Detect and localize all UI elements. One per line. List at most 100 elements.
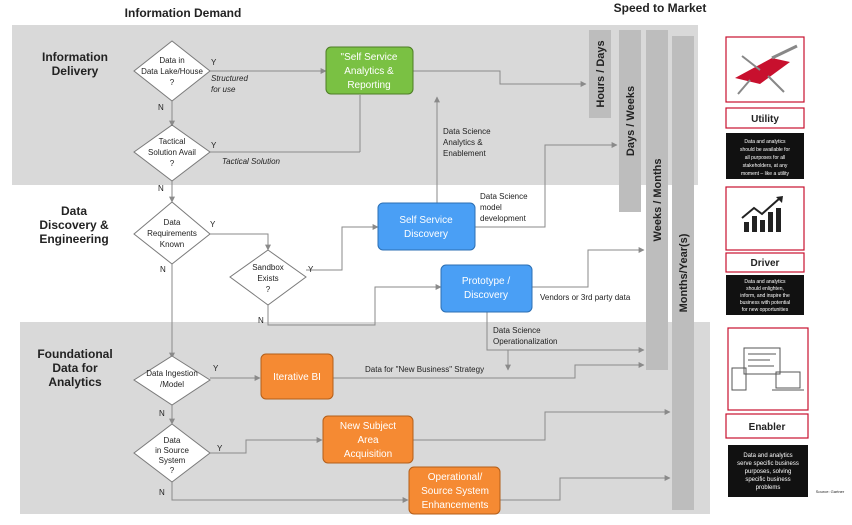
decision-d6-line-2: in Source bbox=[155, 446, 189, 455]
arrow-p1-to-hours bbox=[413, 70, 587, 87]
process-new-subject-area: New Subject Area Acquisition bbox=[322, 415, 414, 464]
role-enabler-desc-5: problems bbox=[756, 485, 781, 491]
no-marker-d5: N bbox=[159, 409, 165, 418]
arrow-p6-to-months bbox=[500, 475, 671, 501]
arrow-d3-to-d4 bbox=[210, 233, 271, 251]
information-demand-title: Information Demand bbox=[125, 6, 242, 20]
role-enabler-desc-2: serve specific business bbox=[737, 461, 799, 467]
yes-marker-d5: Y bbox=[213, 364, 219, 373]
lane-foundational-line-2: Data for bbox=[52, 361, 98, 375]
process-p3-line-1: Prototype / bbox=[462, 276, 511, 287]
growth-chart-icon bbox=[741, 196, 783, 232]
role-driver-desc-2: should enlighten, bbox=[746, 286, 784, 292]
lane-discovery-line-1: Data bbox=[61, 204, 87, 218]
arrow-p4-to-weeks bbox=[333, 362, 645, 379]
annotations: Structured for use Tactical Solution Dat… bbox=[211, 74, 631, 374]
yes-marker-d6: Y bbox=[217, 444, 223, 453]
role-driver-label: Driver bbox=[751, 258, 780, 269]
arrow-p3-to-weeks bbox=[532, 247, 645, 288]
process-p2-line-2: Discovery bbox=[404, 229, 448, 240]
decision-d1-line-2: Data Lake/House bbox=[141, 67, 203, 76]
decision-d6-line-3: System bbox=[159, 456, 186, 465]
decision-d2-line-2: Solution Avail bbox=[148, 148, 196, 157]
role-driver-desc-3: inform, and inspire the bbox=[740, 293, 790, 299]
role-utility-desc-3: all purposes for all bbox=[745, 155, 786, 161]
yes-marker-d4: Y bbox=[308, 265, 314, 274]
decision-d3-line-1: Data bbox=[164, 218, 181, 227]
role-enabler-desc-3: purposes, solving bbox=[745, 469, 792, 475]
role-enabler-desc-1: Data and analytics bbox=[743, 453, 792, 459]
process-p6-line-1: Operational/ bbox=[428, 472, 483, 483]
process-p3-line-2: Discovery bbox=[464, 290, 508, 301]
arrow-p5-to-months bbox=[413, 409, 671, 441]
decision-d2-line-1: Tactical bbox=[159, 137, 186, 146]
role-driver-desc-1: Data and analytics bbox=[744, 279, 786, 285]
role-utility-desc-1: Data and analytics bbox=[744, 139, 786, 145]
swiss-knife-icon bbox=[735, 44, 798, 95]
branch-markers: Y N Y N Y N Y N Y N Y N bbox=[158, 58, 314, 497]
yes-marker-d1: Y bbox=[211, 58, 217, 67]
timeline-weeks-months: Weeks / Months bbox=[646, 30, 668, 370]
decision-d5-line-2: /Model bbox=[160, 380, 184, 389]
role-utility-desc-5: moment – like a utility bbox=[741, 171, 790, 177]
annotation-vendors: Vendors or 3rd party data bbox=[540, 293, 631, 302]
role-utility-desc-4: stakeholders, at any bbox=[743, 163, 788, 169]
role-enabler-card: Enabler Data and analytics serve specifi… bbox=[725, 327, 809, 497]
timeline-days-weeks: Days / Weeks bbox=[619, 30, 641, 212]
decision-d6-line-1: Data bbox=[164, 436, 181, 445]
role-utility-label: Utility bbox=[751, 114, 779, 125]
decision-sandbox-exists: Sandbox Exists ? bbox=[229, 249, 307, 306]
no-marker-d6: N bbox=[159, 488, 165, 497]
lane-discovery-line-3: Engineering bbox=[39, 232, 108, 246]
timeline-weeks-months-label: Weeks / Months bbox=[652, 159, 664, 242]
arrow-d4-to-p3 bbox=[267, 284, 442, 326]
yes-marker-d3: Y bbox=[210, 220, 216, 229]
annotation-tactical: Tactical Solution bbox=[222, 157, 281, 166]
role-driver-card: Driver Data and analytics should enlight… bbox=[725, 186, 805, 315]
process-operational-enhancements: Operational/ Source System Enhancements bbox=[408, 466, 501, 515]
annotation-structured-1: Structured bbox=[211, 74, 248, 83]
annotation-ds-enable-1: Data Science bbox=[443, 127, 491, 136]
timeline-months-years: Months/Year(s) bbox=[672, 36, 694, 510]
lane-delivery-line-2: Delivery bbox=[52, 64, 99, 78]
lane-label-discovery: Data Discovery & Engineering bbox=[39, 204, 109, 246]
timeline-hours-days-label: Hours / Days bbox=[595, 40, 607, 107]
process-prototype-discovery: Prototype / Discovery bbox=[440, 264, 533, 313]
decision-d3-line-3: Known bbox=[160, 240, 184, 249]
no-marker-d4: N bbox=[258, 316, 264, 325]
lane-label-delivery: Information Delivery bbox=[42, 50, 108, 78]
decision-d4-line-1: Sandbox bbox=[252, 263, 284, 272]
annotation-structured-2: for use bbox=[211, 85, 236, 94]
process-p6-line-2: Source System bbox=[421, 486, 489, 497]
annotation-ds-oper-1: Data Science bbox=[493, 326, 541, 335]
no-marker-d1: N bbox=[158, 103, 164, 112]
lane-discovery-line-2: Discovery & bbox=[39, 218, 109, 232]
decision-requirements-known: Data Requirements Known bbox=[133, 201, 211, 265]
connectors bbox=[169, 68, 671, 503]
timeline-months-years-label: Months/Year(s) bbox=[678, 233, 690, 312]
arrow-p2-to-days bbox=[475, 142, 618, 228]
lane-foundational-line-3: Analytics bbox=[48, 375, 102, 389]
process-p5-line-1: New Subject bbox=[340, 421, 396, 432]
process-p6-line-3: Enhancements bbox=[422, 500, 489, 511]
no-marker-d3: N bbox=[160, 265, 166, 274]
arrow-d4-to-p2 bbox=[306, 224, 379, 271]
annotation-ds-enable-3: Enablement bbox=[443, 149, 486, 158]
timeline-days-weeks-label: Days / Weeks bbox=[625, 86, 637, 156]
role-driver-desc-5: for new opportunities bbox=[742, 307, 789, 313]
role-utility-desc-2: should be available for bbox=[740, 147, 790, 153]
decision-d4-line-2: Exists bbox=[257, 274, 278, 283]
arrow-d6-to-p6 bbox=[171, 482, 409, 503]
decision-data-in-source: Data in Source System ? bbox=[133, 423, 211, 483]
process-p2-line-1: Self Service bbox=[399, 215, 453, 226]
role-enabler-label: Enabler bbox=[749, 422, 786, 433]
decision-d4-line-3: ? bbox=[266, 285, 271, 294]
annotation-ds-enable-2: Analytics & bbox=[443, 138, 483, 147]
process-p1-line-1: "Self Service bbox=[341, 52, 398, 63]
annotation-ds-model-1: Data Science bbox=[480, 192, 528, 201]
lane-delivery-line-1: Information bbox=[42, 50, 108, 64]
decision-data-in-lake: Data in Data Lake/House ? bbox=[133, 40, 211, 102]
no-marker-d2: N bbox=[158, 184, 164, 193]
